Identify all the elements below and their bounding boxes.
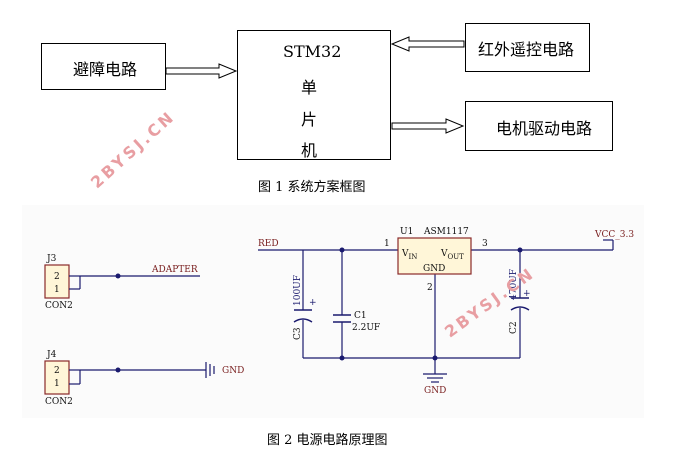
j3-pin-1: 1	[54, 285, 60, 295]
c2-plus: +	[523, 289, 531, 299]
motor-drive-label: 电机驱动电路	[496, 119, 593, 138]
c3-ref: C3	[293, 327, 303, 340]
connector-j3	[44, 264, 200, 299]
c1-value: 2.2UF	[352, 323, 380, 333]
connector-j4	[44, 360, 215, 395]
red-net-label: RED	[258, 239, 279, 249]
u1-vin: VIN	[401, 249, 417, 261]
vcc-net-label: VCC_3.3	[594, 230, 634, 240]
adapter-net-label: ADAPTER	[151, 265, 198, 275]
regulator-u1	[397, 237, 472, 275]
u1-pin-in: 1	[384, 239, 390, 249]
arrow-mcu-to-motor	[391, 118, 465, 134]
j4-ref: J4	[46, 350, 57, 360]
ir-remote-label: 红外遥控电路	[478, 40, 575, 59]
u1-part: ASM1117	[423, 227, 469, 237]
motor-drive-block	[465, 101, 613, 151]
obstacle-block	[41, 43, 166, 90]
mcu-label: STM32	[283, 42, 342, 61]
capacitor-plates	[293, 297, 530, 323]
figure2-caption: 图 2 电源电路原理图	[267, 433, 388, 448]
junction-nodes	[339, 247, 523, 361]
c2-value: 470UF	[509, 269, 519, 300]
mcu-block	[237, 30, 391, 160]
mcu-char-1: 单	[301, 78, 318, 97]
mcu-char-2: 片	[301, 110, 318, 129]
mcu-char-3: 机	[301, 141, 318, 160]
schematic-background	[22, 205, 644, 418]
j3-pin-2: 2	[54, 272, 60, 282]
arrow-ir-to-mcu	[390, 36, 465, 52]
u1-ref: U1	[400, 227, 413, 237]
j3-ref: J3	[46, 254, 57, 264]
j4-value: CON2	[45, 397, 73, 407]
c2-ref: C2	[509, 321, 519, 334]
u1-gnd-pin-label: GND	[423, 264, 445, 274]
obstacle-label: 避障电路	[73, 60, 138, 79]
ground-label: GND	[424, 386, 446, 396]
u1-vout: VOUT	[440, 249, 464, 261]
j4-gnd-label: GND	[222, 366, 244, 376]
j4-pin-2: 2	[54, 366, 60, 376]
j3-value: CON2	[45, 301, 73, 311]
figure1-caption: 图 1 系统方案框图	[258, 180, 366, 195]
ir-remote-block	[465, 23, 590, 72]
arrow-obstacle-to-mcu	[165, 63, 238, 79]
j3-node	[115, 273, 121, 279]
u1-pin-gnd: 2	[427, 283, 433, 293]
u1-pin-out: 3	[482, 239, 488, 249]
c3-plus: +	[309, 298, 317, 308]
c1-ref: C1	[354, 311, 367, 321]
j4-pin-1: 1	[54, 379, 60, 389]
j4-node	[115, 367, 121, 373]
c3-value: 100UF	[293, 275, 303, 306]
